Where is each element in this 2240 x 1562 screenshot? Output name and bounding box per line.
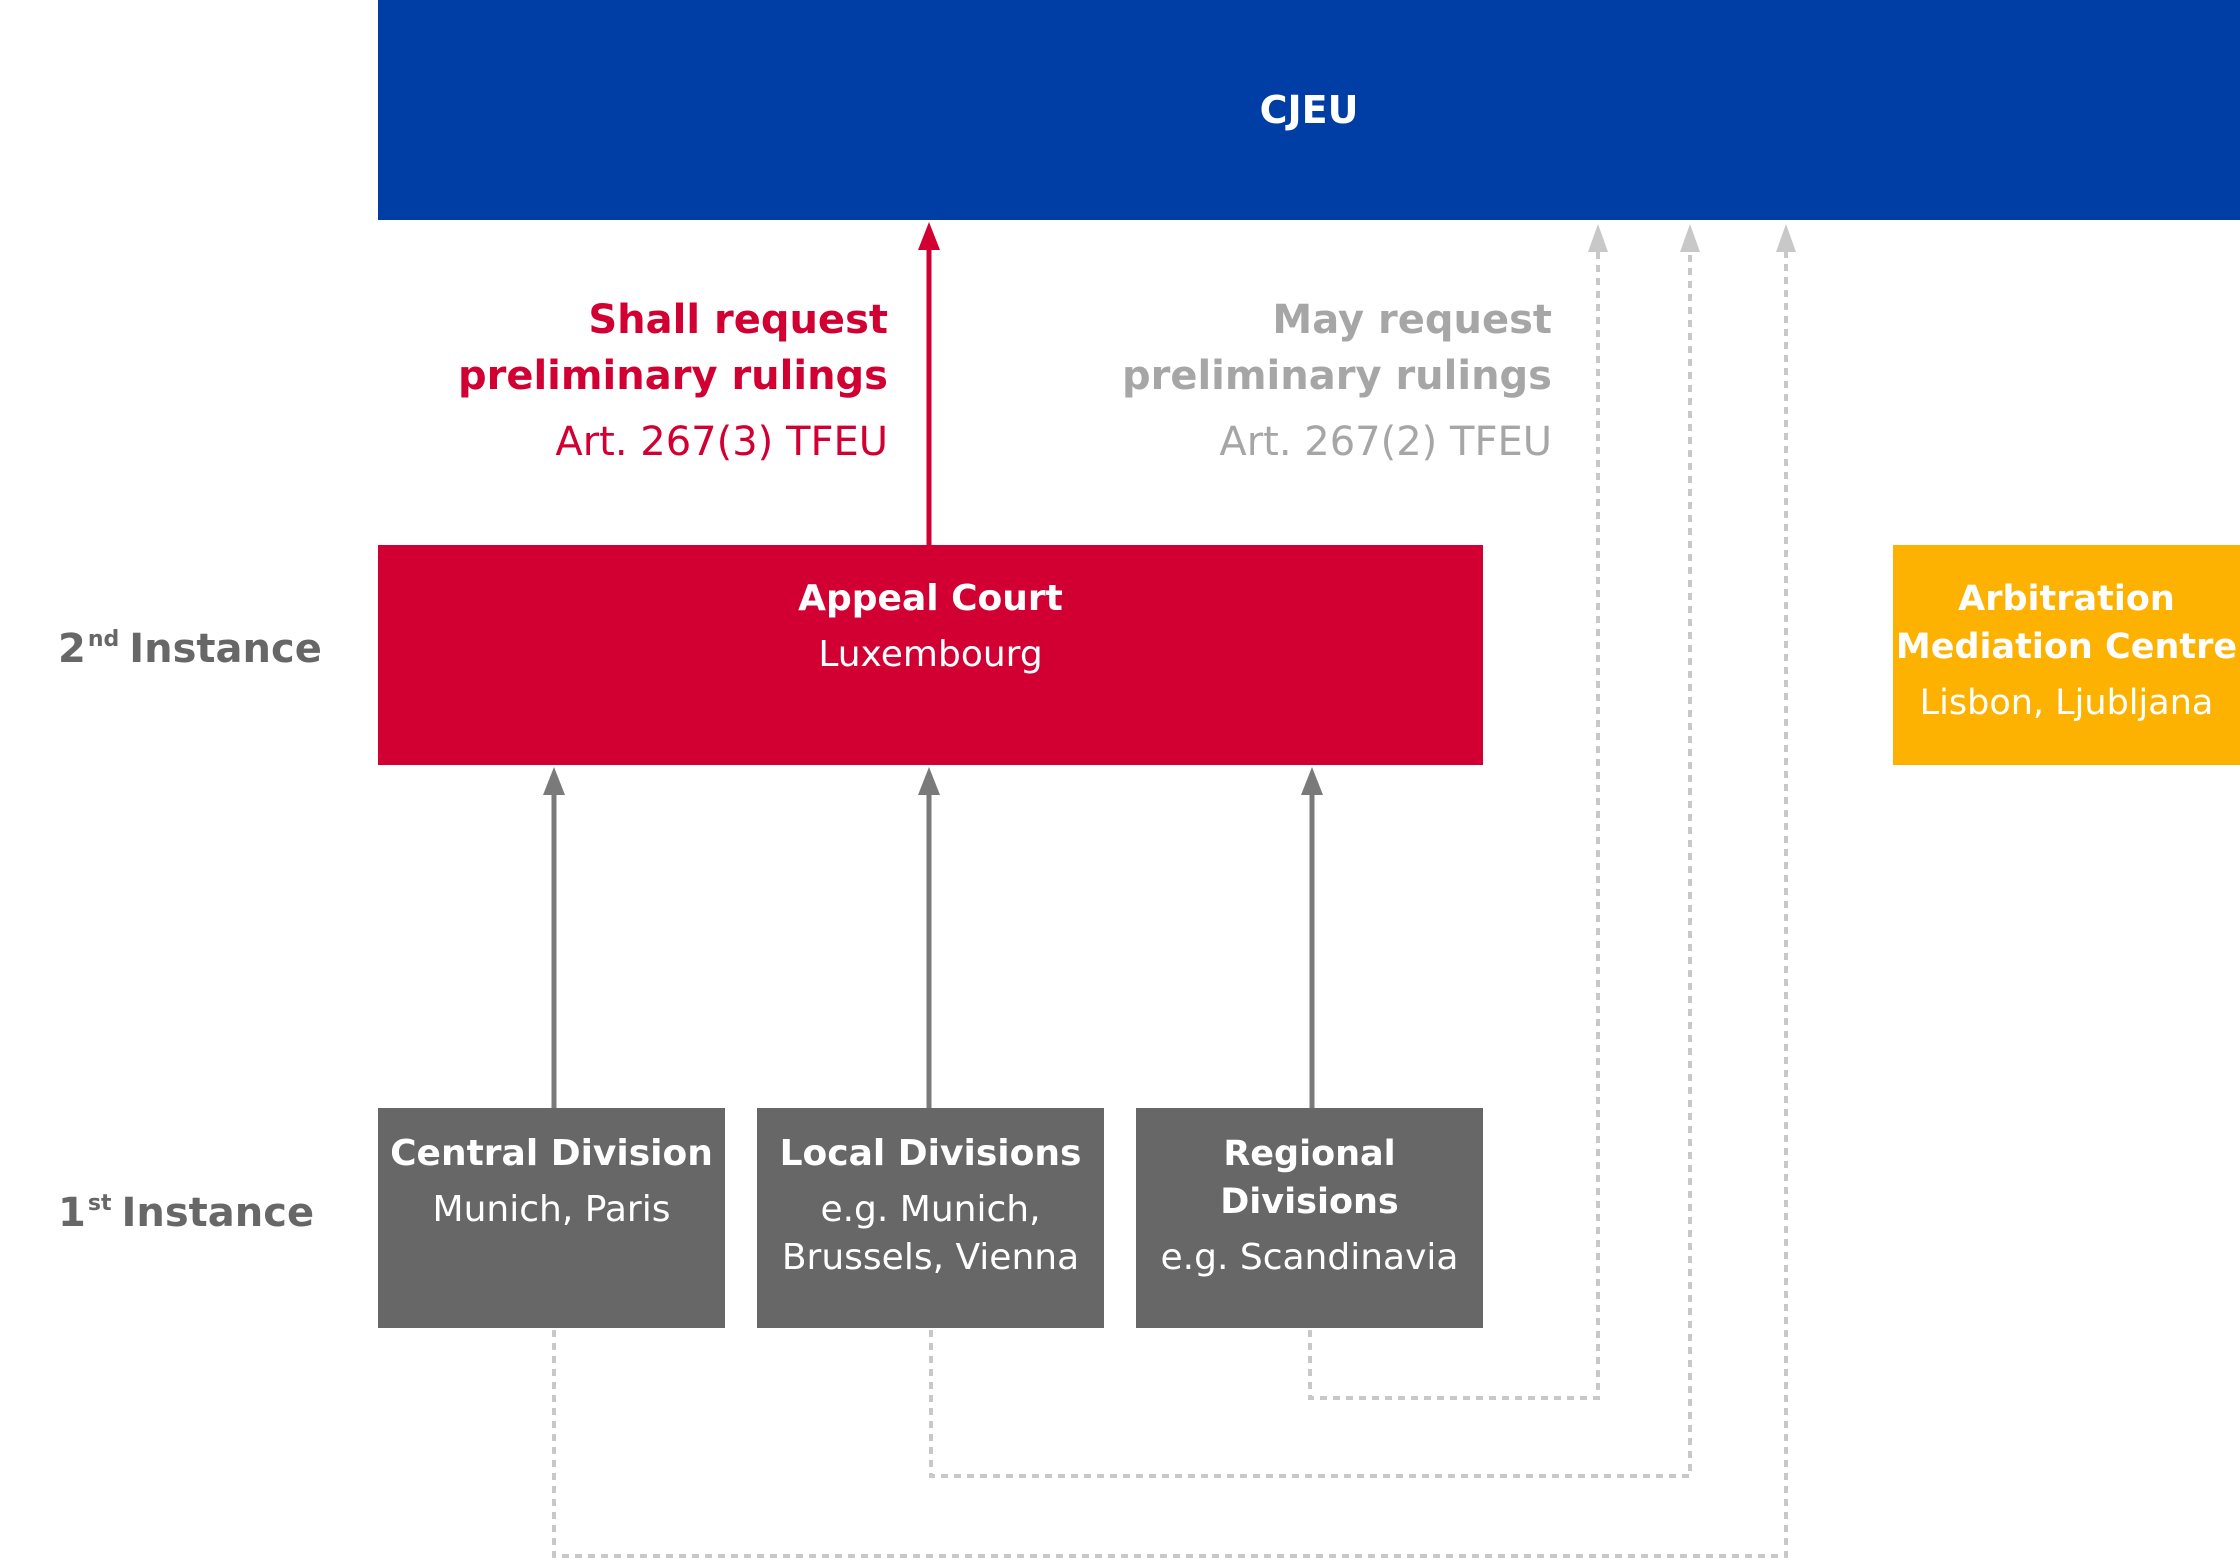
appeal-court-title: Appeal Court bbox=[798, 578, 1063, 619]
central-may-path bbox=[552, 248, 1788, 1558]
may-arrowhead-3 bbox=[1776, 224, 1796, 252]
second-instance-label: 2nd Instance bbox=[58, 626, 322, 672]
arbitration-title-line2: Mediation Centre bbox=[1895, 627, 2238, 667]
first-instance-label: 1st Instance bbox=[58, 1190, 314, 1236]
regional-divisions-box: Regional Divisions e.g. Scandinavia bbox=[1136, 1108, 1483, 1328]
cjeu-box: CJEU bbox=[378, 0, 2240, 220]
may-request-label: May request preliminary rulings Art. 267… bbox=[1122, 292, 1552, 470]
appeal-court-location: Luxembourg bbox=[818, 634, 1043, 675]
may-line1: May request bbox=[1272, 297, 1552, 343]
cjeu-title: CJEU bbox=[1259, 88, 1359, 132]
central-division-box: Central Division Munich, Paris bbox=[378, 1108, 725, 1328]
arbitration-title-line1: Arbitration bbox=[1958, 579, 2175, 619]
may-arrowhead-1 bbox=[1588, 224, 1608, 252]
second-instance-num: 2 bbox=[58, 626, 86, 672]
first-instance-sup: st bbox=[87, 1191, 112, 1216]
shall-request-label: Shall request preliminary rulings Art. 2… bbox=[458, 292, 888, 470]
central-division-location: Munich, Paris bbox=[432, 1189, 671, 1230]
shall-article: Art. 267(3) TFEU bbox=[555, 419, 888, 465]
first-instance-num: 1 bbox=[58, 1190, 86, 1236]
regional-may-path bbox=[1308, 248, 1600, 1400]
second-instance-sup: nd bbox=[87, 627, 120, 652]
local-divisions-location-2: Brussels, Vienna bbox=[781, 1237, 1080, 1278]
arbitration-location: Lisbon, Ljubljana bbox=[1919, 683, 2214, 723]
local-divisions-box: Local Divisions e.g. Munich, Brussels, V… bbox=[757, 1108, 1104, 1328]
may-article: Art. 267(2) TFEU bbox=[1219, 419, 1552, 465]
may-line2: preliminary rulings bbox=[1121, 353, 1552, 399]
shall-arrowhead bbox=[918, 222, 940, 250]
local-may-path bbox=[929, 248, 1692, 1478]
local-appeal-arrowhead bbox=[918, 767, 940, 795]
appeal-court-box: Appeal Court Luxembourg bbox=[378, 545, 1483, 765]
local-divisions-location-1: e.g. Munich, bbox=[820, 1189, 1041, 1230]
shall-line2: preliminary rulings bbox=[457, 353, 888, 399]
may-arrowhead-2 bbox=[1680, 224, 1700, 252]
regional-divisions-title: Regional Divisions bbox=[1220, 1134, 1399, 1222]
central-division-title: Central Division bbox=[390, 1133, 713, 1174]
arbitration-centre-box: Arbitration Mediation Centre Lisbon, Lju… bbox=[1893, 545, 2240, 765]
shall-line1: Shall request bbox=[588, 297, 888, 343]
local-divisions-title: Local Divisions bbox=[779, 1133, 1082, 1174]
second-instance-text: Instance bbox=[129, 626, 322, 672]
regional-divisions-location: e.g. Scandinavia bbox=[1160, 1237, 1459, 1278]
regional-appeal-arrowhead bbox=[1301, 767, 1323, 795]
first-instance-text: Instance bbox=[121, 1190, 315, 1236]
central-appeal-arrowhead bbox=[543, 767, 565, 795]
